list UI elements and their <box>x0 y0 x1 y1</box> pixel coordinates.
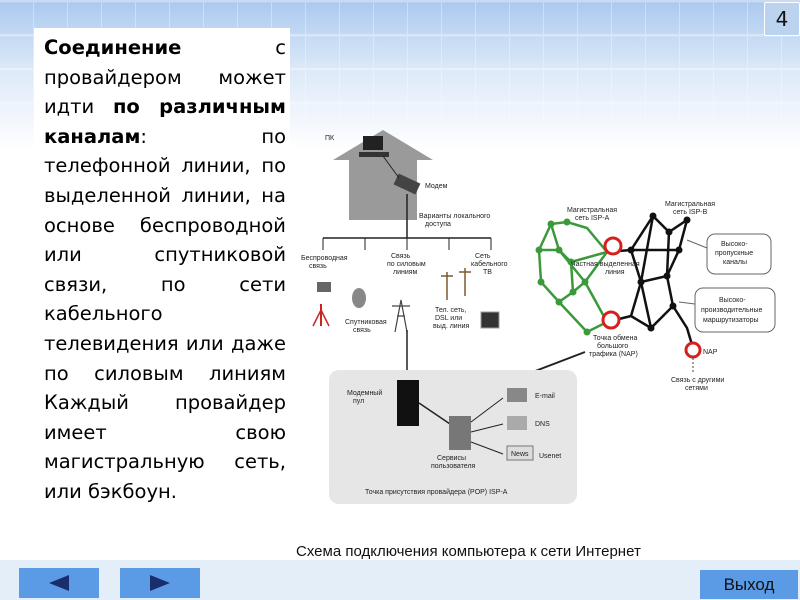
label-wireless-2: связь <box>309 263 327 270</box>
text-panel <box>34 28 290 536</box>
label-user-services: Сервисы <box>437 455 466 462</box>
telephone-pole-icon <box>441 268 471 300</box>
label-telephone-3: выд. линия <box>433 323 469 330</box>
label-modem-pool-2: пул <box>353 398 364 405</box>
label-local-access-2: доступа <box>425 221 451 228</box>
label-telephone-2: DSL или <box>435 315 462 322</box>
label-backbone-a: Магистральная <box>567 207 617 214</box>
label-highcap-2: пропускные <box>715 250 753 257</box>
label-power-2: по силовым <box>387 261 426 268</box>
exit-button[interactable]: Выход <box>700 570 798 599</box>
label-private-line-2: линия <box>605 269 625 276</box>
satellite-icon <box>352 288 366 308</box>
backbone-isp-a-nodes <box>535 218 591 336</box>
wireless-icon <box>317 282 331 292</box>
private-line-point <box>603 236 623 256</box>
text-term: Соединение <box>44 36 182 59</box>
email-icon <box>507 388 527 402</box>
label-satellite-2: связь <box>353 327 371 334</box>
label-modem: Модем <box>425 183 448 190</box>
label-private-line: Частная выделенная <box>571 261 640 268</box>
label-other-networks: Связь с другими <box>671 377 724 384</box>
label-router-2: производительные <box>701 307 762 314</box>
label-backbone-a-2: сеть ISP-A <box>575 215 610 222</box>
house-shape <box>333 130 433 220</box>
label-power-3: линиям <box>393 269 418 276</box>
diagram-caption: Схема подключения компьютера к сети Инте… <box>296 543 641 560</box>
label-power: Связь <box>391 253 411 260</box>
usenet-icon <box>506 445 534 461</box>
computer-icon <box>363 136 383 150</box>
label-backbone-b-2: сеть ISP-B <box>673 209 708 216</box>
label-modem-pool: Модемный <box>347 389 382 397</box>
label-router-1: Высоко- <box>719 297 746 304</box>
label-satellite: Спутниковая <box>345 319 387 326</box>
triangle-right-icon <box>150 575 170 591</box>
label-other-networks-2: сетями <box>685 385 708 392</box>
label-highcap-1: Высоко- <box>721 241 748 248</box>
label-exchange: Точка обмена <box>593 334 637 342</box>
text-part: с провайдером может идти <box>44 36 286 119</box>
label-wireless: Беспроводная <box>301 255 348 262</box>
label-router-3: маршрутизаторы <box>703 317 759 324</box>
label-backbone-b: Магистральная <box>665 201 715 208</box>
label-telephone: Тел. сеть, <box>435 307 467 314</box>
modem-pool-icon <box>397 380 419 426</box>
label-cable: Сеть <box>475 253 491 260</box>
label-local-access: Варианты локального <box>419 213 490 220</box>
label-news: News <box>511 451 529 458</box>
body-text: Соединение с провайдером может идти по р… <box>44 33 286 507</box>
dns-icon <box>507 416 527 430</box>
server-icon <box>449 416 471 450</box>
page-number: 4 <box>764 2 800 36</box>
backbone-isp-b-nodes <box>627 212 691 332</box>
label-nap: NAP <box>703 349 718 356</box>
callout-routers <box>694 287 776 333</box>
tv-icon <box>480 311 500 329</box>
label-exchange-3: трафика (NAP) <box>589 351 638 358</box>
next-slide-button[interactable] <box>120 568 200 598</box>
label-dns: DNS <box>535 421 550 428</box>
callout-high-capacity <box>706 233 772 275</box>
previous-slide-button[interactable] <box>19 568 99 598</box>
triangle-left-icon <box>49 575 69 591</box>
label-email: E-mail <box>535 393 555 400</box>
label-exchange-2: большого <box>597 342 628 350</box>
exchange-point-nap <box>601 310 621 330</box>
backbone-isp-a <box>537 220 609 334</box>
power-tower-icon <box>392 299 410 333</box>
label-cable-3: ТВ <box>483 269 492 276</box>
label-cable-2: кабельного <box>471 260 508 268</box>
label-highcap-3: каналы <box>723 259 747 266</box>
nap-point <box>684 341 702 359</box>
modem-icon <box>393 173 421 195</box>
label-usenet: Usenet <box>539 453 561 460</box>
internet-connection-diagram: ПК Модем Варианты локального доступа Бес… <box>301 130 776 504</box>
label-pc: ПК <box>325 135 335 142</box>
text-emphasis: по различным каналам <box>44 95 286 148</box>
label-pop: Точка присутствия провайдера (POP) ISP-A <box>365 488 508 496</box>
label-user-services-2: пользователя <box>431 463 476 470</box>
text-rest: : по телефонной линии, по выделенной лин… <box>44 124 286 503</box>
